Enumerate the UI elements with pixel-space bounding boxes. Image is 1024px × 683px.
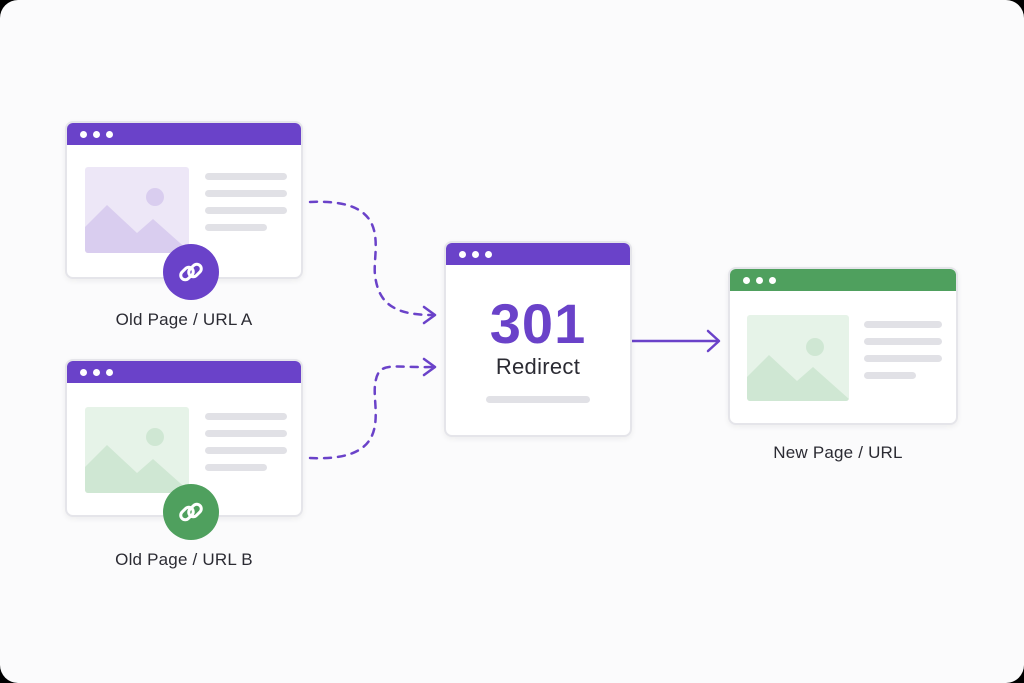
text-line-placeholder [205, 173, 287, 180]
text-line-placeholder [864, 372, 916, 379]
browser-titlebar [730, 269, 956, 291]
link-badge-b [163, 484, 219, 540]
link-icon [179, 262, 203, 282]
link-badge-a [163, 244, 219, 300]
window-dot-icon [459, 250, 466, 258]
window-dot-icon [472, 250, 479, 258]
redirect-card: 301 Redirect [444, 241, 632, 437]
image-placeholder-icon [85, 407, 189, 493]
status-code: 301 [489, 292, 587, 355]
text-line-placeholder [205, 413, 287, 420]
arrowhead-to-new [706, 329, 721, 353]
window-dot-icon [769, 276, 776, 284]
image-placeholder-icon [85, 167, 189, 253]
window-dot-icon [485, 250, 492, 258]
text-line-placeholder [205, 207, 287, 214]
text-line-placeholder [205, 224, 267, 231]
text-line-placeholder [864, 321, 942, 328]
link-icon [179, 502, 203, 522]
old-page-b-label: Old Page / URL B [115, 550, 253, 569]
browser-titlebar [67, 361, 301, 383]
text-line-placeholder [205, 447, 287, 454]
window-dot-icon [106, 130, 113, 138]
window-dot-icon [93, 130, 100, 138]
new-page-card [728, 267, 958, 425]
window-dot-icon [743, 276, 750, 284]
new-page-label: New Page / URL [773, 443, 903, 462]
old-page-a-card [65, 121, 303, 279]
text-line-placeholder [486, 396, 590, 403]
dashed-arrow-from-a [308, 200, 434, 317]
window-dot-icon [93, 368, 100, 376]
window-dot-icon [106, 368, 113, 376]
text-line-placeholder [205, 190, 287, 197]
browser-titlebar [67, 123, 301, 145]
window-dot-icon [80, 368, 87, 376]
text-line-placeholder [864, 338, 942, 345]
window-dot-icon [756, 276, 763, 284]
redirect-text: Redirect [495, 354, 581, 379]
window-dot-icon [80, 130, 87, 138]
text-line-placeholder [205, 464, 267, 471]
text-line-placeholder [864, 355, 942, 362]
old-page-a-label: Old Page / URL A [115, 310, 253, 329]
dashed-arrow-from-b [308, 365, 434, 460]
browser-titlebar [446, 243, 630, 265]
arrowhead-from-b [422, 357, 437, 377]
text-line-placeholder [205, 430, 287, 437]
image-placeholder-icon [747, 315, 849, 401]
arrowhead-from-a [422, 305, 437, 325]
